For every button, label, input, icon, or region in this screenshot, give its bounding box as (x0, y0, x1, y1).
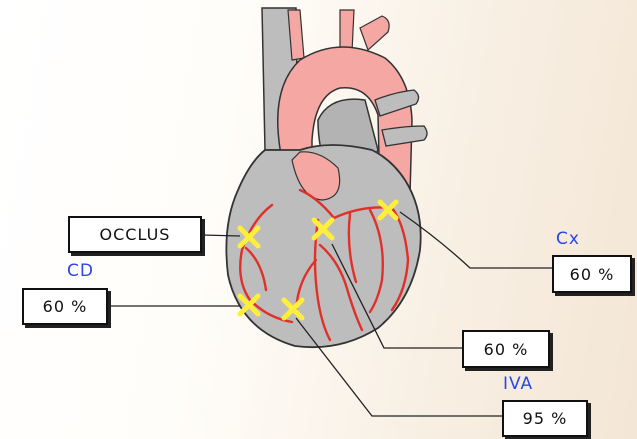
iva-title: IVA (503, 374, 533, 394)
cx-value: 60 % (570, 265, 615, 284)
pulmonary-vein-lower (382, 126, 427, 146)
iva-value-box: 95 % (502, 400, 588, 437)
mid-value: 60 % (484, 340, 529, 359)
cd-title: CD (67, 261, 94, 281)
subclavian-artery (360, 16, 389, 50)
cx-title: Cx (556, 229, 580, 249)
cd-value: 60 % (43, 297, 88, 316)
occlus-box: OCCLUS (68, 216, 202, 253)
iva-value: 95 % (523, 409, 568, 428)
cx-leader (400, 212, 552, 268)
cx-value-box: 60 % (552, 255, 632, 293)
occlus-label: OCCLUS (100, 225, 171, 244)
mid-value-box: 60 % (462, 330, 550, 368)
cd-value-box: 60 % (22, 288, 108, 325)
